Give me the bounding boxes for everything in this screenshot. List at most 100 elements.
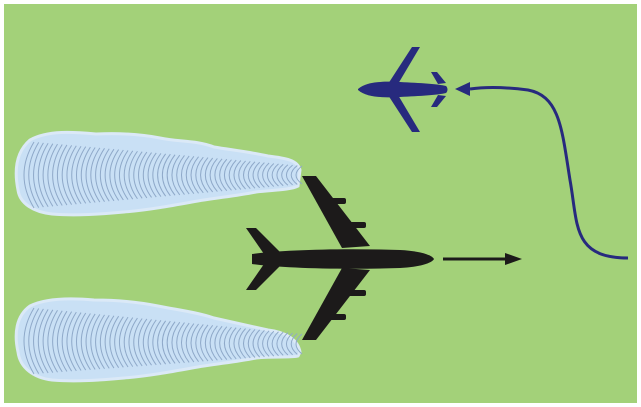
- vortex-ring: [285, 332, 293, 356]
- vortex-ring: [90, 147, 101, 203]
- vortex-ring: [290, 333, 298, 355]
- vortex-ring: [171, 154, 181, 196]
- vortex-ring: [252, 329, 261, 358]
- vortex-ring: [114, 316, 124, 368]
- vortex-ring: [47, 310, 58, 373]
- vortex-ring: [233, 327, 242, 359]
- vortex-ring: [133, 318, 143, 367]
- vortex-ring: [219, 158, 228, 192]
- vortex-ring: [190, 156, 199, 194]
- vortex-ring: [37, 143, 49, 207]
- flight-path: [455, 82, 629, 260]
- vortex-ring: [118, 316, 129, 368]
- vortex-ring: [228, 327, 237, 360]
- vortex-ring: [195, 324, 204, 362]
- vortex-ring: [243, 328, 251, 359]
- vortex-ring: [281, 332, 289, 356]
- vortex-ring: [118, 150, 129, 200]
- vortex-ring: [243, 161, 251, 189]
- vortex-ring: [180, 155, 190, 195]
- vortex-ring: [161, 320, 171, 365]
- wingtip-vortex-lower: [14, 297, 303, 383]
- vortex-ring: [52, 144, 63, 206]
- vortex-ring: [104, 315, 115, 369]
- vortex-ring: [114, 149, 124, 201]
- vortex-ring: [95, 314, 105, 370]
- vortex-ring: [185, 323, 195, 363]
- vortex-ring: [276, 163, 284, 187]
- vortex-ring: [157, 320, 167, 365]
- vortex-ring: [214, 325, 223, 361]
- vortex-ring: [90, 314, 101, 370]
- vortex-ring: [85, 313, 96, 370]
- vortex-ring: [47, 143, 58, 207]
- vortex-ring: [80, 146, 91, 204]
- vortex-ring: [200, 157, 209, 193]
- vortex-ring: [176, 322, 185, 364]
- vortex-ring: [33, 142, 44, 208]
- vortex-ring: [109, 315, 120, 368]
- vortex-ring: [285, 164, 293, 186]
- vortex-ring: [23, 141, 35, 209]
- vortex-ring: [76, 146, 87, 204]
- vortex-ring: [262, 162, 270, 188]
- vortex-ring: [61, 311, 73, 372]
- vortex-ring: [257, 162, 265, 188]
- vortex-ring: [166, 154, 176, 196]
- vortex-ring: [266, 163, 275, 187]
- vortex-ring: [247, 329, 256, 358]
- vortex-ring: [57, 310, 68, 372]
- vortex-ring: [209, 325, 218, 361]
- vortex-ring: [157, 153, 167, 197]
- vortex-ring: [262, 330, 270, 357]
- vortex-ring: [61, 145, 73, 205]
- vortex-ring: [123, 317, 134, 367]
- vortex-ring: [180, 322, 190, 363]
- vortex-ring: [123, 150, 134, 200]
- vortex-ring: [247, 161, 256, 189]
- vortex-ring: [290, 165, 298, 185]
- vortex-ring: [228, 159, 237, 191]
- vortex-ring: [138, 151, 148, 199]
- vortex-ring: [133, 151, 143, 199]
- vortex-ring: [52, 310, 63, 373]
- vortex-ring: [80, 313, 91, 371]
- vortex-ring: [66, 145, 77, 205]
- vortex-ring: [214, 158, 223, 192]
- vortex-ring: [204, 157, 214, 193]
- vortex-ring: [209, 158, 218, 192]
- vortex-ring: [190, 323, 199, 363]
- vortex-ring: [271, 331, 279, 357]
- vortex-ring: [99, 315, 110, 369]
- vortex-ring: [42, 309, 54, 373]
- airplane-icon: [246, 176, 434, 340]
- vortex-ring: [99, 148, 110, 202]
- vortex-ring: [238, 160, 246, 190]
- vortex-ring: [185, 156, 195, 194]
- vortex-ring: [37, 309, 49, 374]
- vortex-ring: [252, 161, 261, 189]
- vortex-ring: [166, 321, 176, 364]
- vortex-ring: [281, 164, 289, 186]
- vortex-ring: [176, 155, 185, 195]
- vortex-ring: [23, 307, 35, 375]
- vortex-ring: [295, 165, 303, 185]
- vortex-ring: [266, 330, 275, 357]
- vortex-ring: [152, 320, 162, 365]
- vortex-ring: [238, 328, 246, 359]
- vortex-ring: [57, 144, 68, 206]
- vortex-ring: [95, 148, 105, 202]
- arrow-left-icon: [455, 82, 470, 96]
- vortex-ring: [28, 142, 40, 208]
- vortex-ring: [147, 319, 157, 366]
- vortex-ring: [161, 153, 171, 197]
- vortex-ring: [138, 318, 148, 366]
- vortex-ring: [200, 324, 209, 362]
- vortex-ring: [171, 321, 181, 364]
- vortex-ring: [128, 317, 138, 367]
- vortex-ring: [233, 160, 242, 190]
- vortex-ring: [66, 311, 77, 372]
- vortex-ring: [71, 312, 82, 371]
